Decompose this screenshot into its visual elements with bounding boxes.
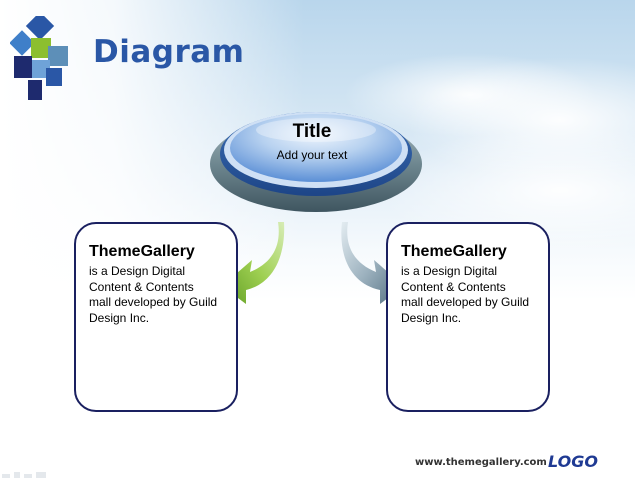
card-body: is a Design Digital Content & Contents m… <box>401 264 530 325</box>
center-subtitle: Add your text <box>276 148 348 162</box>
corner-decoration <box>2 472 46 478</box>
card-body: is a Design Digital Content & Contents m… <box>89 264 218 325</box>
title-disc <box>210 112 422 212</box>
center-title: Title <box>292 121 332 142</box>
page-title: Diagram <box>93 34 245 70</box>
footer-logo: LOGO <box>548 452 598 471</box>
brand-cube-icon <box>10 16 68 100</box>
info-card-left: ThemeGallery is a Design Digital Content… <box>74 222 238 412</box>
card-title: ThemeGallery <box>401 243 507 260</box>
footer-url: www.themegallery.com <box>415 457 547 468</box>
card-title: ThemeGallery <box>89 243 195 260</box>
info-card-right: ThemeGallery is a Design Digital Content… <box>386 222 550 412</box>
